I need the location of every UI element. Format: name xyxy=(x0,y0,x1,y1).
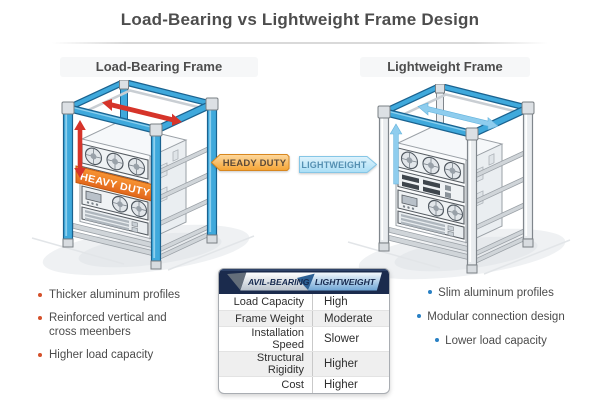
left-section-title: Load-Bearing Frame xyxy=(60,57,258,77)
drive-slots xyxy=(402,174,440,196)
rack-feet xyxy=(62,234,218,270)
rack-front-face xyxy=(388,141,474,262)
corner-connectors xyxy=(377,101,535,141)
fan-icons xyxy=(400,151,462,180)
list-item: Modular connection design xyxy=(392,310,590,324)
ribbon-fold-right xyxy=(296,273,316,290)
heavy-duty-tag: HEADY DUTY xyxy=(211,154,290,171)
table-header-right-label: LIGHTWEIGHT xyxy=(315,277,376,287)
row-value: High xyxy=(312,294,389,310)
list-item-text: Lower load capacity xyxy=(445,335,547,347)
bullet-dot-icon xyxy=(417,314,422,318)
load-bearing-feature-list: Thicker aluminum profiles Reinforced ver… xyxy=(38,288,188,371)
bullet-dot-icon xyxy=(38,293,42,297)
bullet-dot-icon xyxy=(435,338,440,342)
lightweight-rack-illustration xyxy=(347,84,571,280)
list-item-text: Higher load capacity xyxy=(49,349,154,361)
rack-posts xyxy=(62,103,218,262)
bullet-dot-icon xyxy=(38,316,42,320)
list-item: Slim aluminum profiles xyxy=(392,286,590,300)
list-item-text: Reinforced vertical and cross meenbers xyxy=(49,312,167,338)
vertical-lift-arrow-icon xyxy=(389,123,403,185)
comparison-table: AVIL-BEARING LIGHTWEIGHT Load Capacity H… xyxy=(218,268,390,394)
lightweight-tag: LIGHTWEIGHT xyxy=(299,156,377,173)
vertical-load-arrow-icon xyxy=(74,120,86,178)
rack-feet xyxy=(378,238,534,274)
heavy-duty-tag-label: HEADY DUTY xyxy=(223,158,287,169)
row-label: Installation Speed xyxy=(251,327,304,352)
row-label: Load Capacity xyxy=(233,295,304,308)
list-item-text: Slim aluminum profiles xyxy=(438,287,554,299)
corner-connectors xyxy=(61,97,219,137)
load-bearing-rack-illustration: HEAVY DUTY xyxy=(31,80,255,276)
table-header-left-label: AVIL-BEARING xyxy=(247,277,310,287)
list-item: Higher load capacity xyxy=(38,348,188,362)
list-item: Lower load capacity xyxy=(392,334,590,348)
load-bearing-ribbon xyxy=(240,272,318,291)
row-value: Slower xyxy=(312,327,389,352)
lightweight-feature-list: Slim aluminum profiles Modular connectio… xyxy=(392,286,590,358)
row-label: Frame Weight xyxy=(235,312,304,325)
lightweight-ribbon xyxy=(308,272,382,291)
rack-front-face: HEAVY DUTY xyxy=(72,137,158,258)
list-item: Reinforced vertical and cross meenbers xyxy=(38,311,188,339)
comparison-table-header: AVIL-BEARING LIGHTWEIGHT xyxy=(219,269,389,294)
bullet-dot-icon xyxy=(428,290,433,294)
lightweight-tag-label: LIGHTWEIGHT xyxy=(301,160,366,170)
table-row: Frame Weight Moderate xyxy=(219,309,389,327)
row-value: Higher xyxy=(312,352,389,377)
bullet-dot-icon xyxy=(38,353,42,357)
ribbon-fold-left xyxy=(227,272,247,290)
table-row: Structural Rigidity Higher xyxy=(219,351,389,377)
horizontal-expansion-arrow-icon xyxy=(102,98,182,126)
table-row: Cost Higher xyxy=(219,376,389,393)
row-value: Moderate xyxy=(312,310,389,327)
fan-icons xyxy=(84,147,146,176)
row-label: Cost xyxy=(281,379,304,392)
list-item-text: Thicker aluminum profiles xyxy=(49,289,181,301)
table-row: Installation Speed Slower xyxy=(219,326,389,352)
title-divider xyxy=(52,42,548,44)
horizontal-expansion-arrow-icon xyxy=(417,102,499,131)
row-label: Structural Rigidity xyxy=(256,352,304,377)
row-value: Higher xyxy=(312,377,389,393)
list-item-text: Modular connection design xyxy=(427,311,565,323)
list-item: Thicker aluminum profiles xyxy=(38,288,188,302)
table-row: Load Capacity High xyxy=(219,294,389,310)
page-title: Load-Bearing vs Lightweight Frame Design xyxy=(120,10,480,29)
right-section-title: Lightweight Frame xyxy=(360,57,530,77)
